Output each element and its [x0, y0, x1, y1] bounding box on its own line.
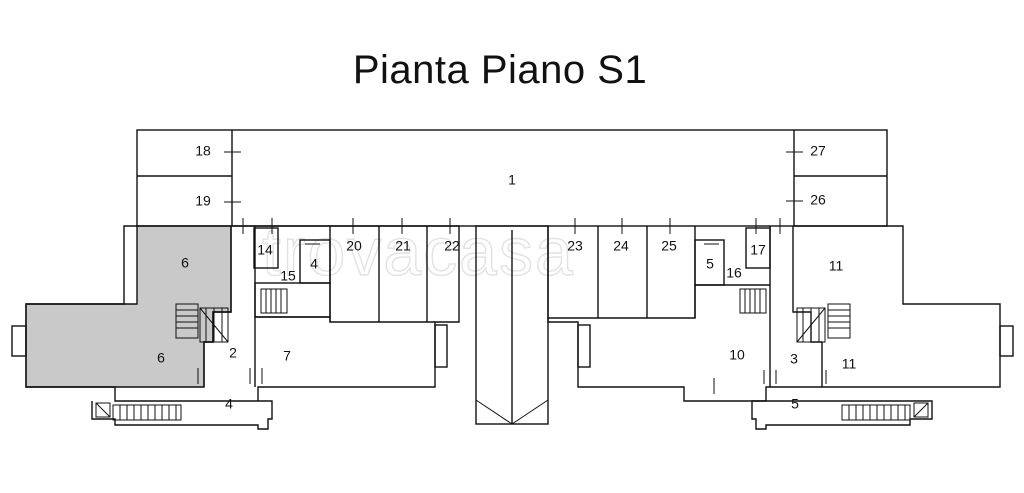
room-label-4: 4: [310, 256, 318, 272]
room-label-15: 15: [280, 268, 296, 284]
room-label-3: 3: [790, 351, 798, 367]
room-label-27: 27: [810, 143, 826, 159]
room-label-2: 2: [229, 345, 237, 361]
room-label-19: 19: [195, 193, 211, 209]
room-label-21: 21: [395, 238, 411, 254]
room-label-7: 7: [283, 348, 291, 364]
room-label-4: 4: [225, 396, 233, 412]
room-label-14: 14: [257, 242, 273, 258]
room-label-24: 24: [613, 238, 629, 254]
plan-title: Pianta Piano S1: [352, 48, 648, 92]
room-label-26: 26: [810, 192, 826, 208]
room-label-6: 6: [157, 350, 165, 366]
left-wing: [11, 218, 460, 430]
room-label-5: 5: [791, 396, 799, 412]
room-label-10: 10: [729, 347, 745, 363]
room-label-17: 17: [750, 242, 766, 258]
highlighted-unit-6[interactable]: [25, 225, 232, 388]
room-label-25: 25: [661, 238, 677, 254]
room-label-20: 20: [346, 238, 362, 254]
right-wing: [547, 218, 1014, 430]
room-label-1: 1: [508, 172, 516, 188]
room-label-23: 23: [567, 238, 583, 254]
room-label-11: 11: [829, 258, 844, 274]
room-label-22: 22: [444, 238, 460, 254]
room-label-18: 18: [195, 143, 211, 159]
room-label-6: 6: [181, 255, 189, 271]
central-ramp: [475, 225, 549, 425]
room-label-5: 5: [706, 256, 714, 272]
room-label-11: 11: [842, 356, 857, 372]
top-corridor-block: [136, 129, 888, 227]
room-label-16: 16: [726, 265, 742, 281]
